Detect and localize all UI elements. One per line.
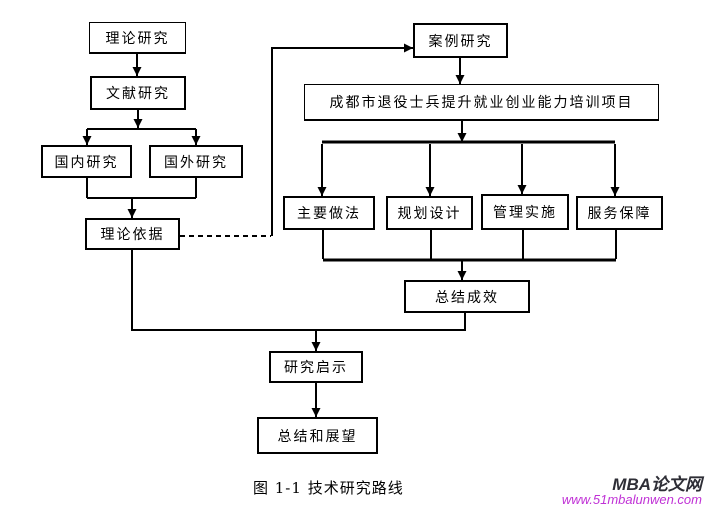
figure-caption: 图 1-1 技术研究路线 (253, 479, 404, 497)
node-theoretical-basis: 理论依据 (85, 218, 180, 250)
node-literature-research: 文献研究 (90, 76, 186, 110)
watermark-site-url: www.51mbalunwen.com (561, 492, 702, 508)
node-summary-outlook: 总结和展望 (257, 417, 378, 454)
connector-join-bar (131, 250, 466, 331)
node-planning-design: 规划设计 (386, 196, 473, 230)
node-case-study: 案例研究 (413, 23, 508, 58)
node-management-implementation: 管理实施 (481, 194, 569, 230)
connector-up-to-case-study (271, 43, 413, 236)
node-summary-results: 总结成效 (404, 280, 530, 313)
node-theory-research: 理论研究 (89, 22, 186, 54)
node-main-practices: 主要做法 (283, 196, 375, 230)
watermark-site-name: MBA论文网 (612, 474, 702, 494)
node-service-guarantee: 服务保障 (576, 196, 663, 230)
watermark: MBA论文网 www.51mbalunwen.com (561, 474, 702, 508)
node-training-project: 成都市退役士兵提升就业创业能力培训项目 (304, 84, 659, 121)
node-foreign-research: 国外研究 (149, 145, 243, 178)
node-domestic-research: 国内研究 (41, 145, 132, 178)
node-research-implications: 研究启示 (269, 351, 363, 383)
